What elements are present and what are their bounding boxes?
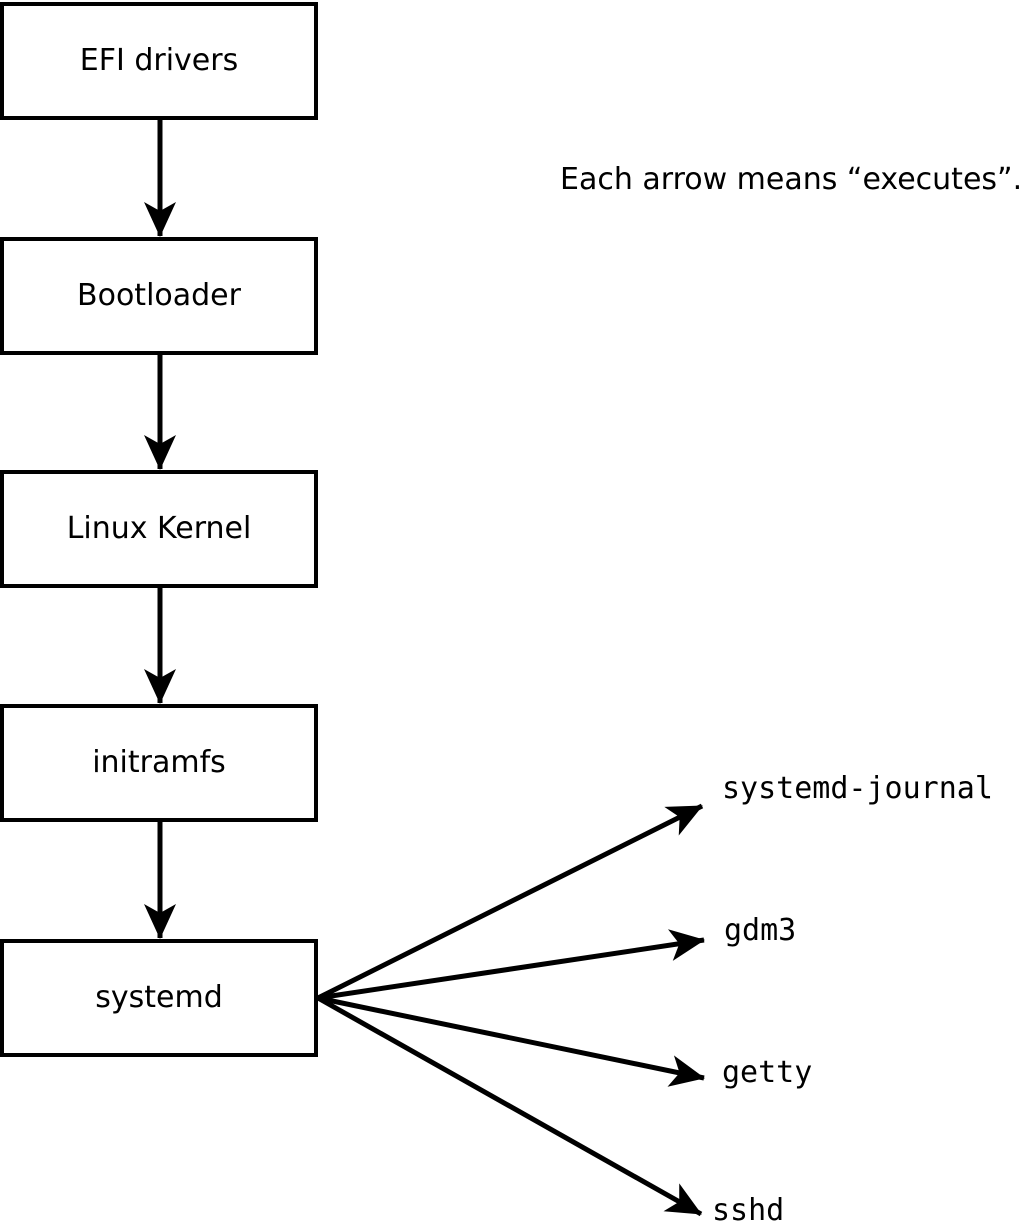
node-bootloader-label: Bootloader [77,278,241,313]
leaf-gdm3: gdm3 [724,913,797,948]
node-linux-kernel: Linux Kernel [0,470,318,588]
node-efi-drivers: EFI drivers [0,2,318,120]
node-efi-drivers-label: EFI drivers [79,43,239,78]
node-initramfs-label: initramfs [92,745,226,780]
arrow-systemd-to-getty [317,995,705,1087]
arrow-systemd-to-sshd [316,995,703,1217]
leaf-getty: getty [722,1055,813,1090]
leaf-systemd-journal: systemd-journal [722,771,993,806]
node-systemd: systemd [0,939,318,1057]
leaf-sshd: sshd [712,1193,785,1228]
node-bootloader: Bootloader [0,237,318,355]
arrow-meaning-note: Each arrow means “executes”. [560,162,1023,197]
node-systemd-label: systemd [95,980,223,1015]
node-linux-kernel-label: Linux Kernel [66,511,252,546]
node-initramfs: initramfs [0,704,318,822]
arrow-systemd-to-journal [316,803,704,1001]
arrow-systemd-to-gdm3 [317,929,705,1001]
